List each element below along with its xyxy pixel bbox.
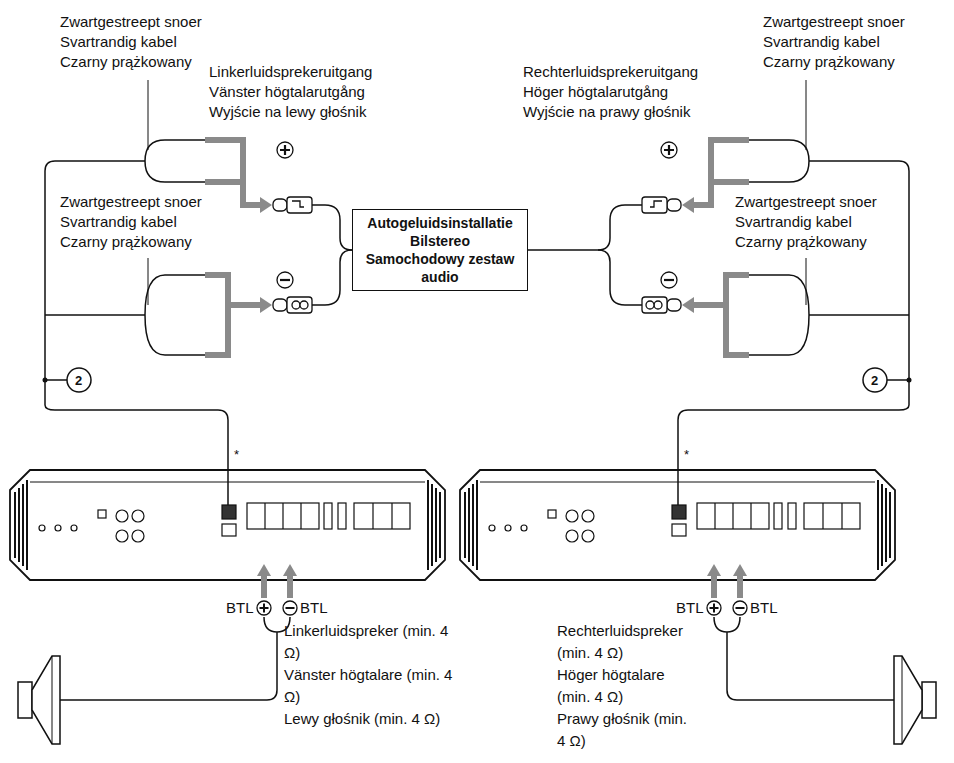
- cable-label: Svartrandig kabel: [763, 32, 880, 52]
- head-unit-box: AutogeluidsinstallatieBilstereoSamochodo…: [352, 209, 528, 291]
- terminal-label: BTL: [226, 598, 254, 618]
- box-text: Samochodowy zestaw audio: [359, 250, 521, 286]
- cable-label: Svartrandig kabel: [60, 212, 177, 232]
- plug-wire: [312, 205, 352, 250]
- btl-terminals: [257, 564, 747, 615]
- left-speaker: [18, 656, 60, 744]
- speaker-wire: [714, 617, 894, 700]
- remote-wire: [45, 400, 228, 505]
- plug-wire: [598, 250, 642, 305]
- terminal-label: BTL: [750, 598, 778, 618]
- cable-label: Svartrandig kabel: [60, 32, 177, 52]
- right-speaker: [894, 656, 936, 744]
- terminal-label: BTL: [300, 598, 328, 618]
- cable-label: Czarny prążkowany: [763, 52, 895, 72]
- left-output-side: [43, 80, 313, 400]
- remote-wire: [678, 400, 909, 505]
- cable-label: Rechterluidsprekeruitgang: [523, 62, 698, 82]
- box-text: Autogeluidsinstallatie: [359, 214, 521, 232]
- terminal-arrow: [264, 574, 740, 598]
- arrowhead: [707, 564, 721, 576]
- cable-label: Wyjście na lewy głośnik: [209, 102, 366, 122]
- cable-label: Czarny prążkowany: [60, 232, 192, 252]
- cable-label: Svartrandig kabel: [735, 212, 852, 232]
- arrowhead: [283, 564, 297, 576]
- plug-wire: [528, 205, 642, 250]
- cable-label: Wyjście na prawy głośnik: [523, 102, 690, 122]
- arrowhead: [257, 564, 271, 576]
- speaker-wire: [60, 617, 290, 700]
- cable-label: Zwartgestreept snoer: [60, 12, 202, 32]
- cable-label: Vänster högtalarutgång: [209, 82, 365, 102]
- speaker-label: Rechterluidspreker (min. 4 Ω): [557, 620, 697, 664]
- callout-number: 2: [871, 373, 878, 388]
- polarity-sign: [260, 604, 745, 613]
- speaker-label: Vänster högtalare (min. 4 Ω): [284, 664, 456, 708]
- cable-label: Zwartgestreept snoer: [735, 192, 877, 212]
- footnote-mark: *: [234, 448, 239, 462]
- plug-wire: [312, 250, 352, 305]
- speaker-label: Höger högtalare (min. 4 Ω): [557, 664, 697, 708]
- box-text: Bilstereo: [359, 232, 521, 250]
- cable-label: Höger högtalarutgång: [523, 82, 668, 102]
- speaker-label: Lewy głośnik (min. 4 Ω): [284, 708, 456, 730]
- speaker-label: Linkerluidspreker (min. 4 Ω): [284, 620, 456, 664]
- footnote-mark: *: [684, 448, 689, 462]
- callout-number: 2: [75, 373, 82, 388]
- cable-label: Zwartgestreept snoer: [763, 12, 905, 32]
- speaker-label: Prawy głośnik (min. 4 Ω): [557, 708, 697, 752]
- terminal-label: BTL: [676, 598, 704, 618]
- polarity-symbols: [257, 601, 747, 615]
- cable-label: Czarny prążkowany: [735, 232, 867, 252]
- wires: [45, 205, 909, 700]
- arrowhead: [733, 564, 747, 576]
- cable-label: Zwartgestreept snoer: [60, 192, 202, 212]
- cable-label: Czarny prążkowany: [60, 52, 192, 72]
- right-output-side: [642, 80, 912, 400]
- cable-label: Linkerluidsprekeruitgang: [209, 62, 372, 82]
